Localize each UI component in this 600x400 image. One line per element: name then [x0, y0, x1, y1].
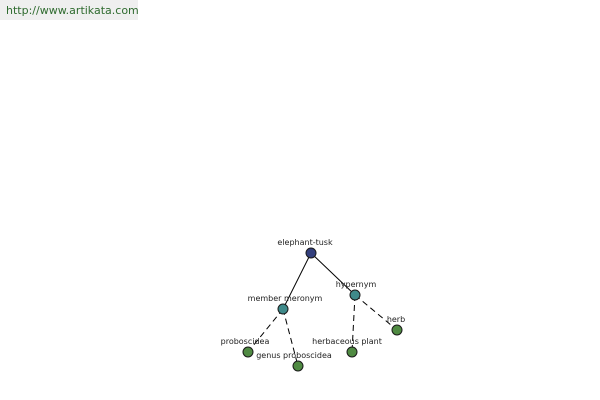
- node-circle-hypernym[interactable]: [349, 289, 361, 301]
- node-member-meronym[interactable]: member meronym: [248, 294, 323, 315]
- edge-hypernym-to-herb: [354, 294, 398, 331]
- edge-elephant-tusk-to-hypernym: [310, 252, 356, 296]
- node-genus-proboscidea[interactable]: genus proboscidea: [256, 351, 332, 372]
- nodes-layer: elephant-tusk member meronym hypernym probo…: [221, 238, 405, 372]
- node-circle-elephant-tusk[interactable]: [305, 247, 317, 259]
- node-elephant-tusk[interactable]: elephant-tusk: [277, 238, 333, 259]
- edge-elephant-tusk-to-member-meronym: [282, 252, 312, 310]
- node-circle-proboscidea[interactable]: [242, 346, 254, 358]
- node-label-hypernym: hypernym: [336, 280, 377, 289]
- node-label-herbaceous-plant: herbaceous plant: [312, 337, 382, 346]
- node-herbaceous-plant[interactable]: herbaceous plant: [312, 337, 382, 358]
- node-circle-herb[interactable]: [391, 324, 403, 336]
- node-circle-herbaceous-plant[interactable]: [346, 346, 358, 358]
- node-herb[interactable]: herb: [387, 315, 405, 336]
- node-label-proboscidea: proboscidea: [221, 337, 270, 346]
- node-circle-member-meronym[interactable]: [277, 303, 289, 315]
- node-label-herb: herb: [387, 315, 405, 324]
- node-label-member-meronym: member meronym: [248, 294, 323, 303]
- site-url-link[interactable]: http://www.artikata.com: [6, 4, 139, 17]
- node-circle-genus-proboscidea[interactable]: [292, 360, 304, 372]
- node-label-genus-proboscidea: genus proboscidea: [256, 351, 332, 360]
- node-proboscidea[interactable]: proboscidea: [221, 337, 270, 358]
- url-bar: http://www.artikata.com: [0, 0, 139, 20]
- node-hypernym[interactable]: hypernym: [336, 280, 377, 301]
- edges-layer: [247, 252, 398, 367]
- node-label-elephant-tusk: elephant-tusk: [277, 238, 333, 247]
